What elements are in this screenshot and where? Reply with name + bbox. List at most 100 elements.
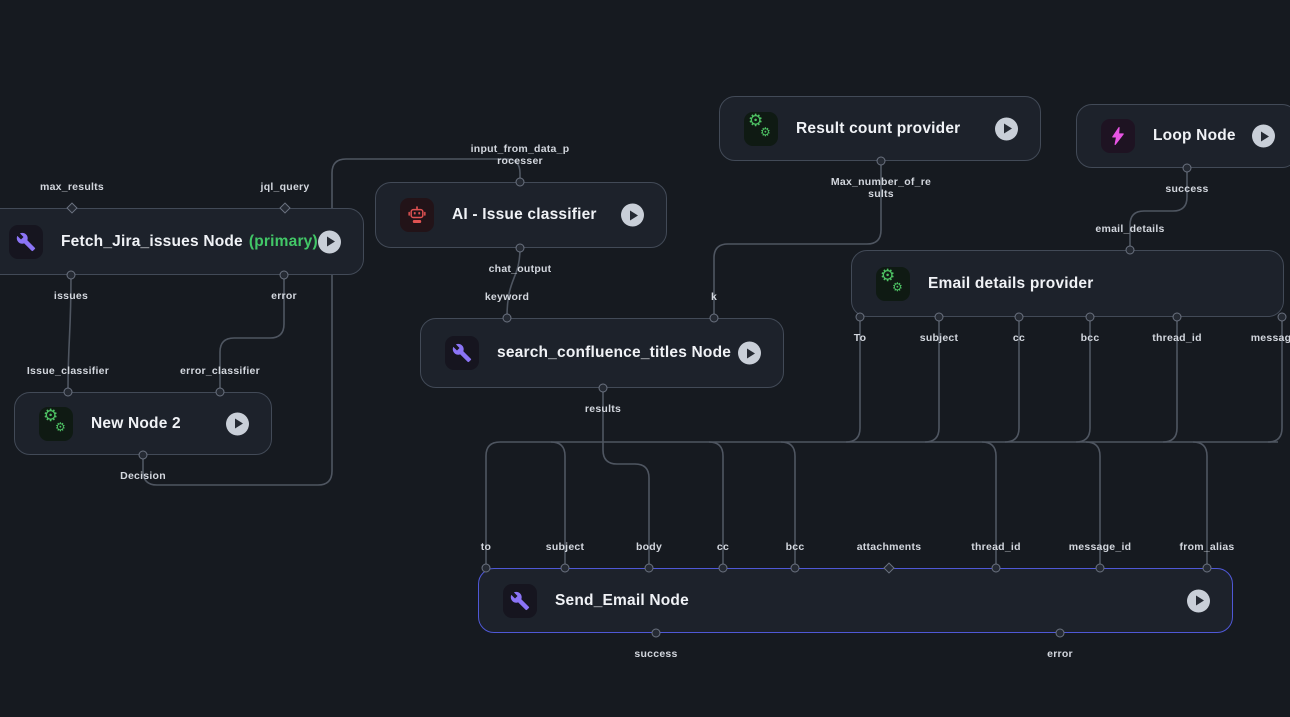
input-handle-Issue_classifier[interactable] [63, 387, 73, 397]
output-handle-issues[interactable] [66, 270, 76, 280]
play-icon [747, 348, 755, 358]
run-node-button[interactable] [995, 117, 1018, 140]
node-fetch-jira-issues[interactable]: Fetch_Jira_issues Node (primary) [0, 208, 364, 275]
edge-bus-to-thread-id [981, 441, 997, 568]
node-title-text: Loop Node [1153, 127, 1236, 144]
node-send-email-node[interactable]: Send_Email Node [478, 568, 1233, 633]
input-handle-to[interactable] [481, 563, 491, 573]
run-node-button[interactable] [1187, 589, 1210, 612]
edge-loop-success-to-email-details [1129, 168, 1188, 250]
input-handle-thread_id[interactable] [991, 563, 1001, 573]
node-email-details-provider[interactable]: ⚙⚙ Email details provider [851, 250, 1284, 317]
input-handle-subject[interactable] [560, 563, 570, 573]
input-handle-cc[interactable] [718, 563, 728, 573]
gears-icon: ⚙⚙ [744, 110, 778, 146]
gears-icon: ⚙⚙ [39, 405, 73, 441]
edge-chat-output-to-keyword [506, 247, 521, 319]
node-title-text: search_confluence_titles Node [497, 344, 732, 361]
bolt-icon [1101, 119, 1135, 153]
input-handle-email_details[interactable] [1125, 245, 1135, 255]
node-title-text: Result count provider [796, 119, 961, 137]
input-handle-keyword[interactable] [502, 313, 512, 323]
run-node-button[interactable] [226, 412, 249, 435]
input-handle-body[interactable] [644, 563, 654, 573]
output-handle-Decision[interactable] [138, 450, 148, 460]
robot-icon [400, 198, 434, 232]
edge-provider-subject-up [924, 317, 940, 443]
node-title: Fetch_Jira_issues Node (primary) [61, 233, 318, 251]
edge-bus-to-from-alias [1192, 441, 1208, 568]
output-handle-success[interactable] [651, 628, 661, 638]
node-title-text: Send_Email Node [555, 591, 689, 609]
edge-bus-to-message-id [1085, 441, 1101, 568]
node-title: Loop Node [1153, 127, 1236, 145]
output-handle-error[interactable] [1055, 628, 1065, 638]
input-handle-error_classifier[interactable] [215, 387, 225, 397]
output-handle-thread_id[interactable] [1172, 312, 1182, 322]
wrench-icon [503, 583, 537, 618]
gear-glyph: ⚙ [43, 405, 59, 426]
node-title-text: Email details provider [928, 274, 1094, 292]
edge-decision-to-ai-input [142, 158, 521, 486]
play-icon [630, 210, 638, 220]
node-loop-node[interactable]: Loop Node [1076, 104, 1290, 168]
input-handle-k[interactable] [709, 313, 719, 323]
play-icon [1004, 123, 1012, 134]
play-icon [1261, 131, 1269, 141]
edge-results-to-body [602, 388, 650, 568]
input-handle-input_from_data_p_rocesser[interactable] [515, 177, 525, 187]
node-title: Result count provider [796, 120, 960, 138]
edge-error-to-error-classifier [219, 275, 285, 392]
run-node-button[interactable] [318, 230, 341, 253]
node-title: Email details provider [928, 275, 1094, 293]
edge-provider-message-up [1267, 317, 1283, 443]
node-result-count-provider[interactable]: ⚙⚙ Result count provider [719, 96, 1041, 161]
node-ai-issue-classifier[interactable]: AI - Issue classifier [375, 182, 667, 248]
output-handle-bcc[interactable] [1085, 312, 1095, 322]
gear-glyph-small: ⚙ [760, 124, 771, 139]
run-node-button[interactable] [621, 203, 644, 227]
edge-provider-to-up [845, 317, 861, 443]
gears-icon: ⚙⚙ [876, 265, 910, 301]
edge-bus-to-cc [708, 441, 724, 568]
output-handle-results[interactable] [598, 383, 608, 393]
gear-glyph-small: ⚙ [55, 419, 66, 434]
play-icon [235, 418, 243, 429]
node-title: Send_Email Node [555, 592, 689, 610]
edge-max-number-to-k [713, 161, 882, 318]
output-handle-chat_output[interactable] [515, 243, 525, 253]
play-icon [1196, 595, 1204, 606]
edge-issues-to-issue-classifier [67, 274, 72, 393]
output-handle-Max_number_of_re_sults[interactable] [876, 156, 886, 166]
node-title-text: New Node 2 [91, 414, 181, 432]
output-handle-error[interactable] [279, 270, 289, 280]
output-handle-cc[interactable] [1014, 312, 1024, 322]
input-handle-message_id[interactable] [1095, 563, 1105, 573]
output-handle-success[interactable] [1182, 163, 1192, 173]
play-icon [327, 236, 335, 247]
node-title: New Node 2 [91, 415, 181, 433]
edge-provider-bcc-up [1075, 317, 1091, 443]
node-search-confluence-titles[interactable]: search_confluence_titles Node [420, 318, 784, 388]
node-title-highlight: (primary) [248, 232, 318, 250]
run-node-button[interactable] [738, 341, 761, 365]
node-title-text: Fetch_Jira_issues Node [61, 232, 243, 250]
gear-glyph-small: ⚙ [892, 279, 903, 294]
input-handle-from_alias[interactable] [1202, 563, 1212, 573]
edge-bus-to-bcc [780, 441, 796, 568]
output-handle-To[interactable] [855, 312, 865, 322]
wrench-icon [9, 224, 43, 259]
run-node-button[interactable] [1252, 124, 1275, 148]
output-handle-message_id[interactable] [1277, 312, 1287, 322]
node-title-text: AI - Issue classifier [452, 206, 597, 223]
gear-glyph: ⚙ [880, 265, 896, 286]
input-handle-bcc[interactable] [790, 563, 800, 573]
node-new-node-2[interactable]: ⚙⚙ New Node 2 [14, 392, 272, 455]
node-title: search_confluence_titles Node [497, 344, 731, 362]
node-title: AI - Issue classifier [452, 206, 597, 224]
output-handle-subject[interactable] [934, 312, 944, 322]
edge-bus-to-to [485, 441, 1278, 568]
gear-glyph: ⚙ [748, 110, 764, 131]
